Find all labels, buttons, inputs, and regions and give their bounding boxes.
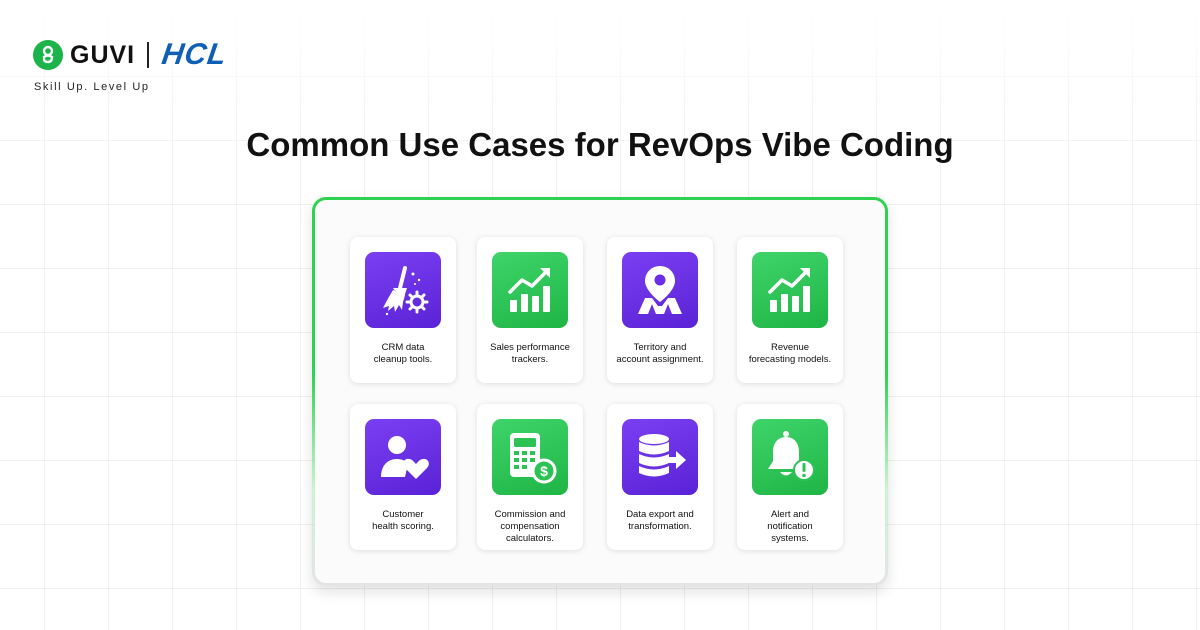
use-case-card-commission: $ Commission and compensation calculator… bbox=[477, 404, 583, 550]
logo-row: GUVI HCL bbox=[33, 38, 230, 72]
map-pin-icon bbox=[622, 252, 698, 328]
card-label: Territory and account assignment. bbox=[616, 342, 704, 365]
brand-logo[interactable]: GUVI HCL Skill Up. Level Up bbox=[33, 38, 230, 93]
brand-tagline: Skill Up. Level Up bbox=[34, 81, 150, 93]
card-label: CRM data cleanup tools. bbox=[373, 342, 433, 365]
use-case-card-customer-health: Customer health scoring. bbox=[350, 404, 456, 550]
calculator-dollar-icon: $ bbox=[492, 419, 568, 495]
use-cases-panel: CRM data cleanup tools. Sales performanc… bbox=[312, 197, 888, 586]
broom-gear-icon bbox=[365, 252, 441, 328]
card-label: Customer health scoring. bbox=[372, 509, 434, 532]
database-export-icon bbox=[622, 419, 698, 495]
use-cases-panel-inner: CRM data cleanup tools. Sales performanc… bbox=[315, 200, 885, 583]
bell-alert-icon bbox=[752, 419, 828, 495]
use-case-card-crm-cleanup: CRM data cleanup tools. bbox=[350, 237, 456, 383]
card-label: Data export and transformation. bbox=[626, 509, 694, 532]
use-case-card-data-export: Data export and transformation. bbox=[607, 404, 713, 550]
card-label: Alert and notification systems. bbox=[767, 509, 813, 544]
guvi-logo-icon bbox=[33, 40, 63, 70]
use-case-card-sales-trackers: Sales performance trackers. bbox=[477, 237, 583, 383]
card-label: Revenue forecasting models. bbox=[748, 342, 832, 365]
use-case-card-revenue-forecasting: Revenue forecasting models. bbox=[737, 237, 843, 383]
card-label: Sales performance trackers. bbox=[490, 342, 570, 365]
use-case-card-territory: Territory and account assignment. bbox=[607, 237, 713, 383]
svg-text:$: $ bbox=[540, 463, 548, 479]
card-label: Commission and compensation calculators. bbox=[494, 509, 566, 544]
rising-chart-icon bbox=[492, 252, 568, 328]
user-heart-icon bbox=[365, 419, 441, 495]
guvi-wordmark: GUVI bbox=[70, 40, 136, 69]
use-case-card-alerts: Alert and notification systems. bbox=[737, 404, 843, 550]
page-title: Common Use Cases for RevOps Vibe Coding bbox=[246, 126, 954, 163]
hcl-wordmark: HCL bbox=[159, 38, 230, 71]
logo-divider bbox=[147, 42, 150, 68]
rising-chart-icon bbox=[752, 252, 828, 328]
